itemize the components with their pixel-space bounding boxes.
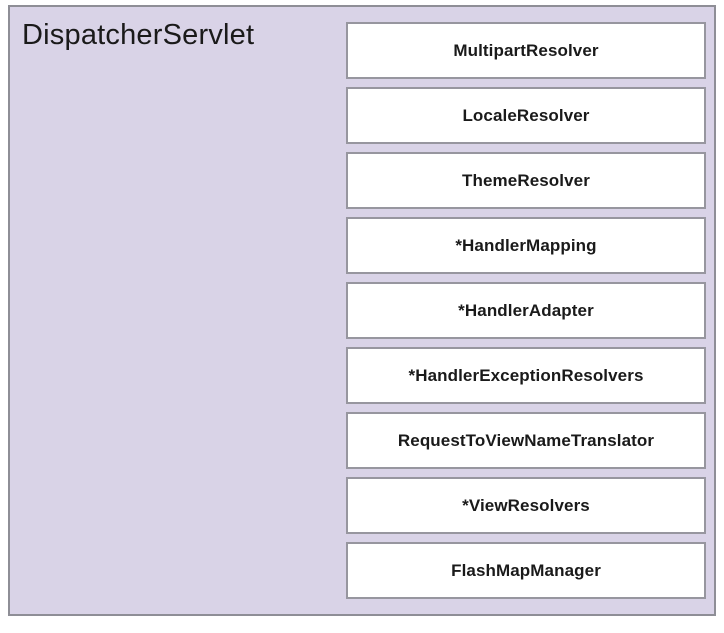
component-label: *ViewResolvers (462, 495, 590, 515)
component-box: *ViewResolvers (346, 477, 706, 534)
component-box: MultipartResolver (346, 22, 706, 79)
component-label: *HandlerAdapter (458, 300, 594, 320)
component-box: RequestToViewNameTranslator (346, 412, 706, 469)
dispatcher-servlet-container: DispatcherServlet MultipartResolver Loca… (8, 5, 716, 616)
component-label: ThemeResolver (462, 170, 590, 190)
component-box: *HandlerMapping (346, 217, 706, 274)
component-label: MultipartResolver (453, 40, 599, 60)
component-box: FlashMapManager (346, 542, 706, 599)
component-box: ThemeResolver (346, 152, 706, 209)
component-label: LocaleResolver (462, 105, 590, 125)
component-box: *HandlerExceptionResolvers (346, 347, 706, 404)
component-label: *HandlerExceptionResolvers (408, 365, 644, 385)
component-label: *HandlerMapping (455, 235, 597, 255)
dispatcher-servlet-title: DispatcherServlet (22, 19, 255, 51)
components-column: MultipartResolver LocaleResolver ThemeRe… (346, 22, 706, 599)
component-label: FlashMapManager (451, 560, 601, 580)
component-box: *HandlerAdapter (346, 282, 706, 339)
component-box: LocaleResolver (346, 87, 706, 144)
component-label: RequestToViewNameTranslator (397, 430, 655, 450)
